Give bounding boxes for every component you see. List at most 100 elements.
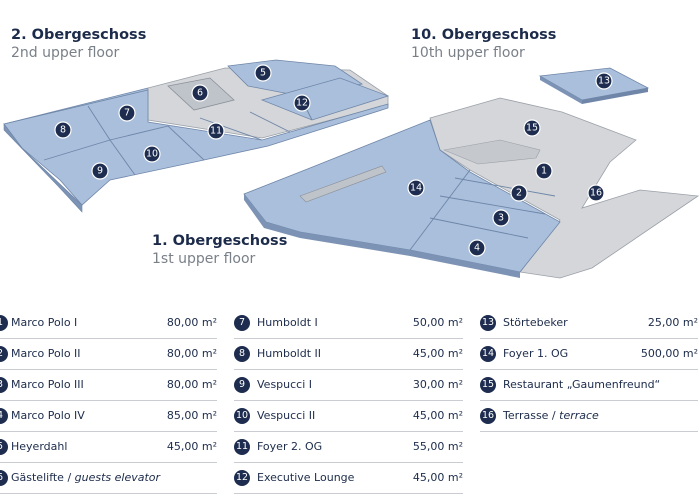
legend-row: 3 Marco Polo III 80,00 m² (0, 370, 217, 401)
executive-lounge-room (260, 77, 390, 121)
room-area: 45,00 m² (412, 471, 463, 484)
room-number-badge: 4 (0, 408, 8, 424)
marker-7[interactable]: 7 (118, 104, 136, 122)
marker-11[interactable]: 11 (207, 122, 225, 140)
room-area: 80,00 m² (166, 347, 217, 360)
second-floor-title-en: 2nd upper floor (11, 45, 120, 61)
stoertebeker-room (538, 67, 650, 101)
room-area: 80,00 m² (166, 378, 217, 391)
legend-row: 10 Vespucci II 45,00 m² (234, 401, 463, 432)
svg-text:15: 15 (526, 123, 538, 134)
marker-14[interactable]: 14 (407, 179, 425, 197)
room-number-badge: 16 (480, 408, 496, 424)
svg-text:5: 5 (260, 68, 266, 79)
legend-row: 16 Terrasse / terrace (480, 401, 698, 432)
tenth-floor-title: 10. Obergeschoss 10th upper floor (411, 26, 556, 62)
svg-text:1: 1 (541, 166, 547, 177)
restaurant-counter (442, 139, 541, 165)
room-name: Marco Polo II (11, 347, 81, 360)
room-name-de: Terrasse / (503, 409, 560, 422)
svg-text:7: 7 (124, 108, 130, 119)
legend-row: 12 Executive Lounge 45,00 m² (234, 463, 463, 494)
marker-5[interactable]: 5 (254, 64, 272, 82)
legend-row: 2 Marco Polo II 80,00 m² (0, 339, 217, 370)
legend-column-2: 7 Humboldt I 50,00 m² 8 Humboldt II 45,0… (234, 308, 463, 500)
second-floor-edge (3, 123, 83, 213)
room-name: Humboldt II (257, 347, 322, 360)
room-name: Executive Lounge (257, 471, 355, 484)
svg-text:12: 12 (296, 98, 308, 109)
marker-16[interactable]: 16 (587, 184, 605, 202)
marker-4[interactable]: 4 (468, 239, 486, 257)
legend-row: 1 Marco Polo I 80,00 m² (0, 308, 217, 339)
first-floor-plan (243, 97, 700, 279)
room-name-en: terrace (559, 409, 599, 422)
tenth-floor-title-en: 10th upper floor (411, 45, 525, 61)
marker-3[interactable]: 3 (492, 209, 510, 227)
room-number-badge: 9 (234, 377, 250, 393)
legend-column-1: 1 Marco Polo I 80,00 m² 2 Marco Polo II … (0, 308, 217, 500)
room-number-badge: 10 (234, 408, 250, 424)
tenth-floor-edge-left (540, 76, 582, 104)
room-name: Foyer 1. OG (503, 347, 569, 360)
second-floor-title-de: 2. Obergeschoss (11, 27, 147, 43)
legend-column-3: 13 Störtebeker 25,00 m² 14 Foyer 1. OG 5… (480, 308, 698, 500)
marker-10[interactable]: 10 (143, 145, 161, 163)
legend-row: 8 Humboldt II 45,00 m² (234, 339, 463, 370)
room-number-badge: 12 (234, 470, 250, 486)
legend-row: 9 Vespucci I 30,00 m² (234, 370, 463, 401)
svg-text:4: 4 (474, 243, 480, 254)
svg-text:6: 6 (197, 88, 203, 99)
room-name: Marco Polo III (11, 378, 84, 391)
room-name: Gästelifte / guests elevator (11, 471, 160, 484)
tenth-floor-plan (538, 67, 650, 104)
room-name: Heyerdahl (11, 440, 68, 453)
room-number-badge: 8 (234, 346, 250, 362)
room-name: Vespucci I (257, 378, 313, 391)
svg-text:8: 8 (60, 125, 66, 136)
svg-text:11: 11 (210, 126, 222, 137)
legend-row: 13 Störtebeker 25,00 m² (480, 308, 698, 339)
room-name-en: guests elevator (74, 471, 161, 484)
marker-2[interactable]: 2 (510, 184, 528, 202)
room-number-badge: 13 (480, 315, 496, 331)
room-area: 80,00 m² (166, 316, 217, 329)
room-number-badge: 7 (234, 315, 250, 331)
marker-13[interactable]: 13 (595, 72, 613, 90)
svg-text:2: 2 (516, 188, 522, 199)
legend-row: 14 Foyer 1. OG 500,00 m² (480, 339, 698, 370)
room-number-badge: 14 (480, 346, 496, 362)
marker-12[interactable]: 12 (293, 94, 311, 112)
legend-row: 11 Foyer 2. OG 55,00 m² (234, 432, 463, 463)
room-number-badge: 2 (0, 346, 8, 362)
room-area: 55,00 m² (412, 440, 463, 453)
room-name-de: Gästelifte / (11, 471, 75, 484)
legend-row: 15 Restaurant „Gaumenfreund“ (480, 370, 698, 401)
tenth-floor-edge-right (582, 88, 648, 104)
floor-plan-drawing: 5 6 7 8 9 10 11 12 13 14 15 1 2 3 4 16 (3, 59, 700, 279)
legend-row: 4 Marco Polo IV 85,00 m² (0, 401, 217, 432)
foyer-counter (299, 165, 387, 203)
marker-6[interactable]: 6 (191, 84, 209, 102)
room-number-badge: 5 (0, 439, 8, 455)
room-name: Marco Polo IV (11, 409, 85, 422)
first-floor-title-en: 1st upper floor (152, 251, 256, 267)
marker-9[interactable]: 9 (91, 162, 109, 180)
room-area: 500,00 m² (640, 347, 698, 360)
marker-8[interactable]: 8 (54, 121, 72, 139)
room-name: Terrasse / terrace (503, 409, 599, 422)
svg-text:3: 3 (498, 213, 504, 224)
legend-row: 5 Heyerdahl 45,00 m² (0, 432, 217, 463)
marker-15[interactable]: 15 (523, 119, 541, 137)
first-floor-edge (244, 194, 520, 278)
svg-text:10: 10 (146, 149, 158, 160)
room-area: 50,00 m² (412, 316, 463, 329)
room-name: Foyer 2. OG (257, 440, 323, 453)
tenth-floor-title-de: 10. Obergeschoss (411, 27, 557, 43)
room-number-badge: 11 (234, 439, 250, 455)
svg-text:16: 16 (590, 188, 602, 199)
room-name: Restaurant „Gaumenfreund“ (503, 378, 661, 391)
room-name: Marco Polo I (11, 316, 78, 329)
marker-1[interactable]: 1 (535, 162, 553, 180)
room-name: Humboldt I (257, 316, 318, 329)
